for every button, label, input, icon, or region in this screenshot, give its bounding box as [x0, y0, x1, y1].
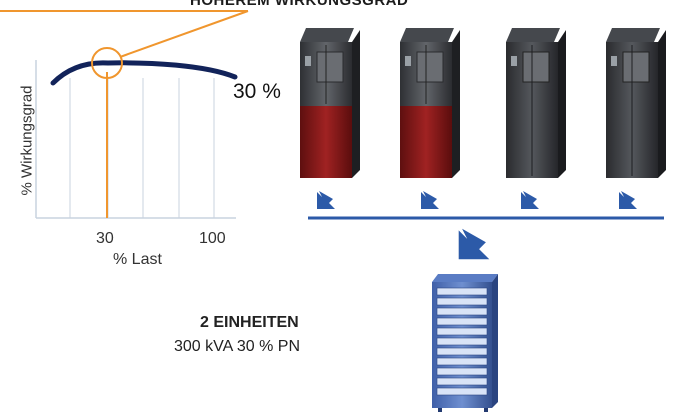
x-tick-100: 100 — [199, 230, 226, 247]
arrow-down-icon — [458, 228, 490, 260]
cabinet-arrows — [317, 191, 637, 209]
x-axis-label: % Last — [113, 251, 162, 268]
units-detail-label: 300 kVA 30 % PN — [174, 338, 300, 355]
ups-cabinet-1 — [300, 28, 360, 178]
arrow-down-icon — [421, 191, 439, 209]
arrow-down-icon — [317, 191, 335, 209]
y-axis-label: % Wirkungsgrad — [18, 85, 36, 196]
headline: HÖHEREM WIRKUNGSGRAD — [190, 0, 409, 9]
ups-cabinet-3 — [506, 28, 566, 178]
callout-lines — [0, 10, 249, 58]
x-tick-30: 30 — [96, 230, 114, 247]
load-arrow — [458, 228, 490, 260]
efficiency-curve — [50, 60, 238, 86]
arrow-down-icon — [521, 191, 539, 209]
highlight-circle — [91, 47, 123, 79]
server-rack — [432, 274, 498, 412]
efficiency-highlight-label: 30 % — [233, 80, 281, 103]
units-count-label: 2 EINHEITEN — [200, 314, 299, 331]
ups-cabinet-2 — [400, 28, 460, 178]
arrow-down-icon — [619, 191, 637, 209]
ups-cabinet-4 — [606, 28, 666, 178]
efficiency-chart — [35, 47, 238, 219]
